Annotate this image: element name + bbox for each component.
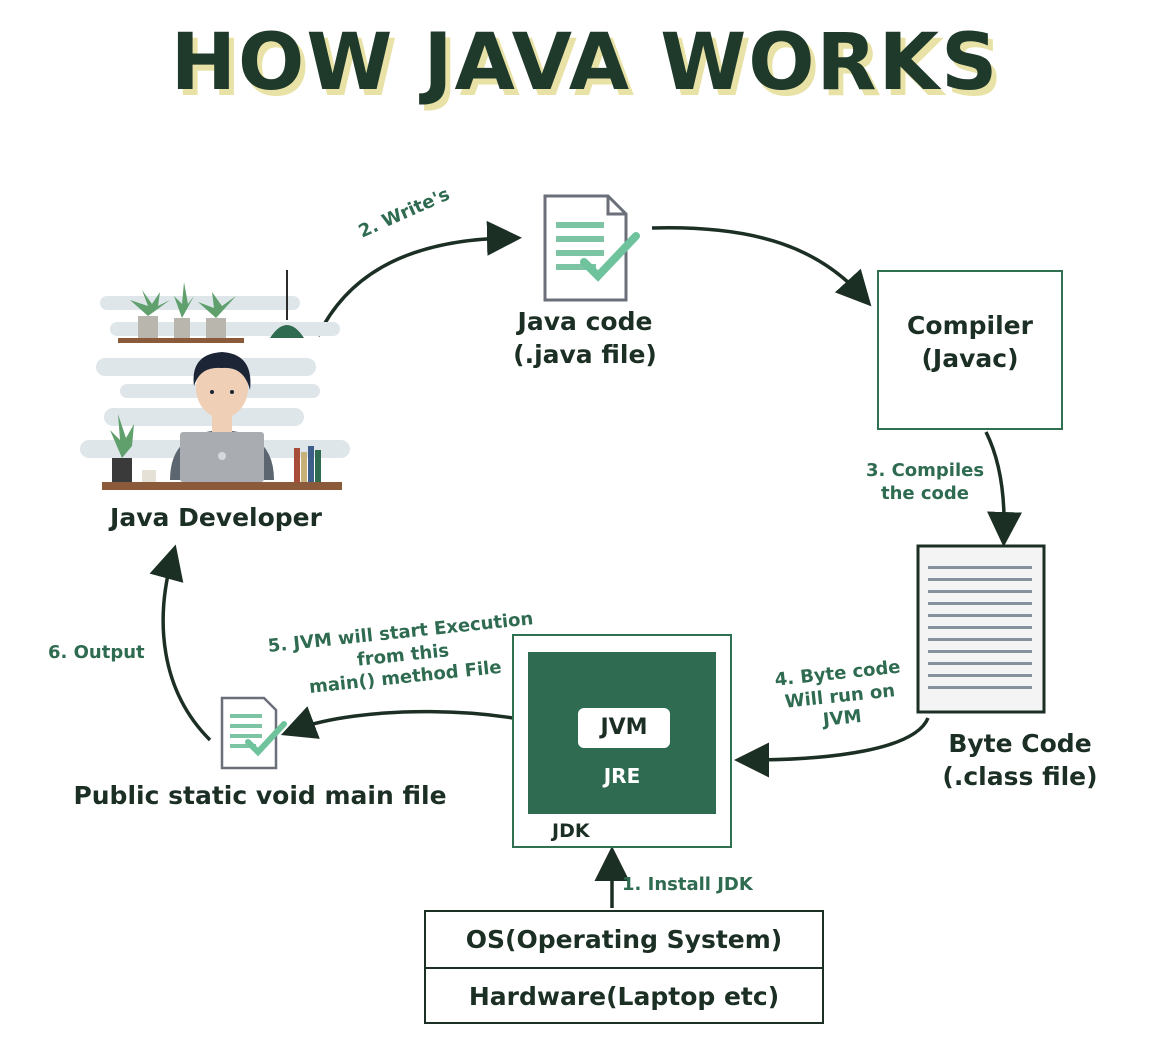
byte-code-label: Byte Code (.class file)	[920, 728, 1120, 793]
byte-code-file-icon	[916, 544, 1046, 714]
byte-code-line-1: Byte Code	[948, 729, 1092, 758]
step-1-label: 1. Install JDK	[622, 874, 753, 895]
jre-label: JRE	[603, 764, 641, 788]
arrow-write	[316, 220, 522, 337]
byte-code-line-2: (.class file)	[942, 761, 1098, 791]
jdk-box: JVM JRE JDK	[512, 634, 732, 848]
jdk-label: JDK	[552, 820, 590, 842]
step-6-label: 6. Output	[48, 642, 145, 663]
arrow-output	[149, 544, 212, 742]
main-file-document-icon	[220, 696, 287, 770]
java-code-line-1: Java code	[517, 307, 653, 336]
compiler-line-1: Compiler	[907, 311, 1033, 340]
compiler-label: Compiler (Javac)	[879, 310, 1061, 375]
main-file-label: Public static void main file	[73, 781, 447, 810]
jvm-box: JVM	[578, 708, 670, 748]
diagram-title: HOW JAVA WORKS	[170, 18, 1000, 108]
step-3-label: 3. Compiles the code	[860, 460, 990, 505]
developer-illustration	[80, 270, 350, 490]
arrow-byte-code-run	[734, 717, 930, 778]
arrow-compiles	[984, 431, 1023, 547]
step-3-line-2: the code	[880, 482, 970, 504]
java-code-line-2: (.java file)	[513, 339, 657, 369]
java-code-label: Java code (.java file)	[470, 306, 700, 371]
hardware-row: Hardware(Laptop etc)	[468, 982, 780, 1011]
os-row: OS(Operating System)	[426, 912, 822, 969]
step-3-line-1: 3. Compiles	[865, 460, 985, 481]
arrow-compile-input	[651, 226, 872, 307]
platform-box: OS(Operating System) Hardware(Laptop etc…	[424, 910, 824, 1024]
compiler-box: Compiler (Javac)	[877, 270, 1063, 430]
java-code-document-icon	[543, 194, 640, 302]
developer-label: Java Developer	[110, 503, 322, 532]
compiler-line-2: (Javac)	[921, 343, 1019, 373]
jre-box: JVM JRE	[528, 652, 716, 814]
